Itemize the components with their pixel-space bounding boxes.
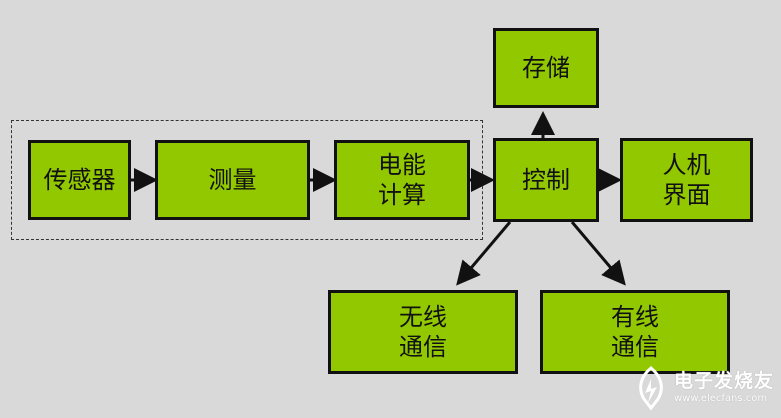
wired-comm-box: 有线 通信	[540, 290, 730, 374]
control-box: 控制	[493, 138, 599, 222]
measure-box: 测量	[155, 140, 310, 220]
wireless-comm-label: 无线 通信	[399, 303, 447, 361]
hmi-label: 人机 界面	[662, 151, 711, 209]
energy-calc-box: 电能 计算	[334, 140, 470, 220]
hmi-box: 人机 界面	[620, 138, 753, 222]
sensor-label: 传感器	[43, 166, 116, 194]
wireless-comm-box: 无线 通信	[328, 290, 518, 374]
elecfans-logo-icon	[639, 366, 663, 411]
watermark: 电子发烧友 www.elecfans.com	[632, 362, 778, 414]
sensor-box: 传感器	[28, 140, 131, 220]
watermark-name: 电子发烧友	[674, 370, 775, 392]
arrow-control-to-wireless	[456, 221, 512, 286]
energy-calc-label: 电能 计算	[378, 151, 426, 209]
arrow-control-to-wired	[570, 221, 626, 286]
watermark-url: www.elecfans.com	[674, 393, 768, 404]
storage-label: 存储	[522, 54, 570, 82]
control-label: 控制	[522, 166, 570, 194]
wired-comm-label: 有线 通信	[611, 303, 659, 361]
storage-box: 存储	[493, 28, 599, 108]
measure-label: 测量	[208, 166, 257, 194]
